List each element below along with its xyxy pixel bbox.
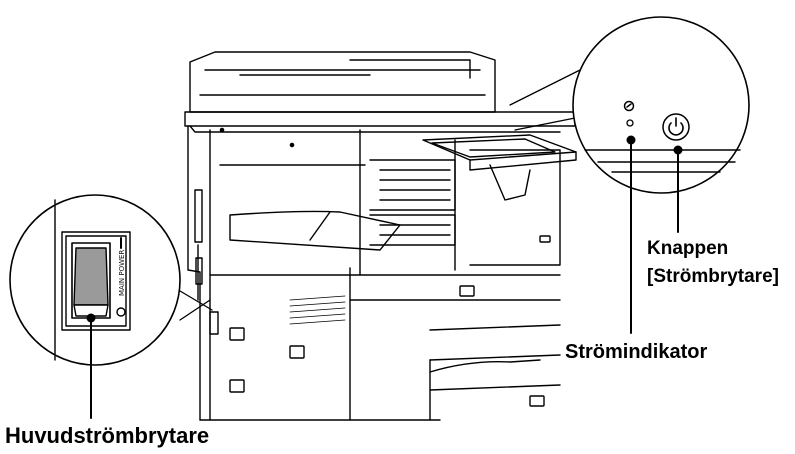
main-power-switch-label: Huvudströmbrytare <box>5 423 209 449</box>
main-power-badge: MAIN POWER <box>118 250 126 296</box>
power-button-label-line1: Knappen <box>647 235 779 263</box>
multifunction-printer <box>185 52 576 420</box>
power-button-label: Knappen [Strömbrytare] <box>647 235 779 291</box>
main-power-switch-zoom: MAIN POWER <box>10 195 212 365</box>
main-power-switch-rocker <box>74 248 108 305</box>
power-button-label-line2: [Strömbrytare] <box>647 263 779 291</box>
power-indicator-label: Strömindikator <box>565 339 707 365</box>
power-button-zoom <box>510 17 749 193</box>
